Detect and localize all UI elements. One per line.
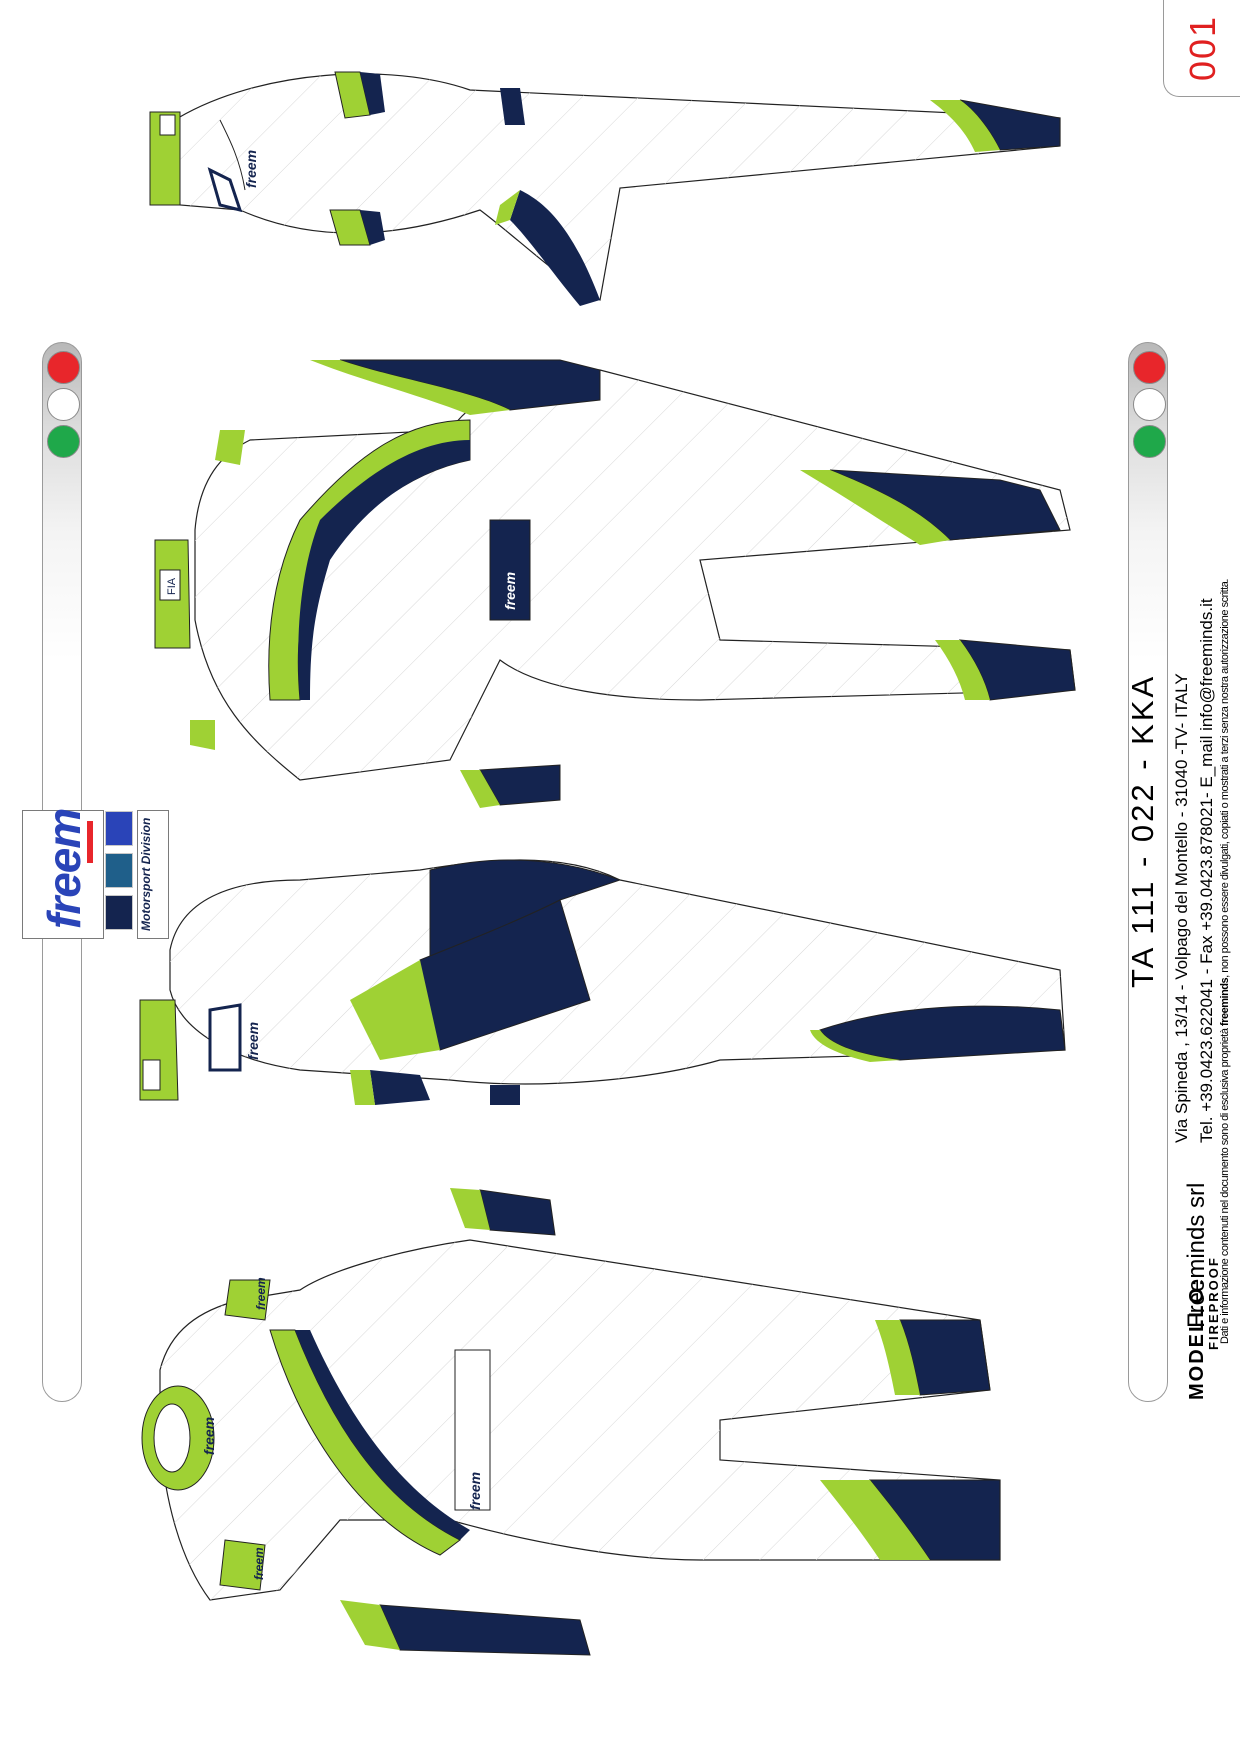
suit-logo-text: freem [245, 1022, 261, 1060]
suit-logo-text: freem [252, 1547, 266, 1580]
suit-logo-text: freem [502, 572, 518, 610]
color-indicator-bar-right [1128, 342, 1168, 1402]
suit-logo-text: freem [467, 1472, 483, 1510]
suit-front-view: FIA freem [154, 359, 1076, 808]
white-color-dot [1133, 388, 1166, 421]
suit-back-view: freem [139, 859, 1066, 1105]
blue-color-swatch [105, 811, 133, 846]
suit-side-view-top: freem [149, 71, 1061, 306]
suit-logo-text: freem [254, 1277, 268, 1310]
suit-front-full-view: freem freem freem freem [141, 1188, 1001, 1656]
white-color-dot [47, 388, 80, 421]
fia-badge: FIA [166, 577, 178, 595]
suit-logo-text: freem [201, 1417, 217, 1455]
green-color-dot [1133, 425, 1166, 458]
motorsport-division-box: Motorsport Division [137, 810, 169, 939]
red-color-dot [47, 351, 80, 384]
red-color-dot [1133, 351, 1166, 384]
freem-logo-box: freem [22, 809, 104, 939]
suit-logo-text: freem [243, 150, 259, 188]
logo-stripe [87, 821, 93, 863]
page-number-tab: 001 [1163, 0, 1240, 97]
green-color-dot [47, 425, 80, 458]
teal-color-swatch [105, 853, 133, 888]
navy-color-swatch [105, 895, 133, 930]
